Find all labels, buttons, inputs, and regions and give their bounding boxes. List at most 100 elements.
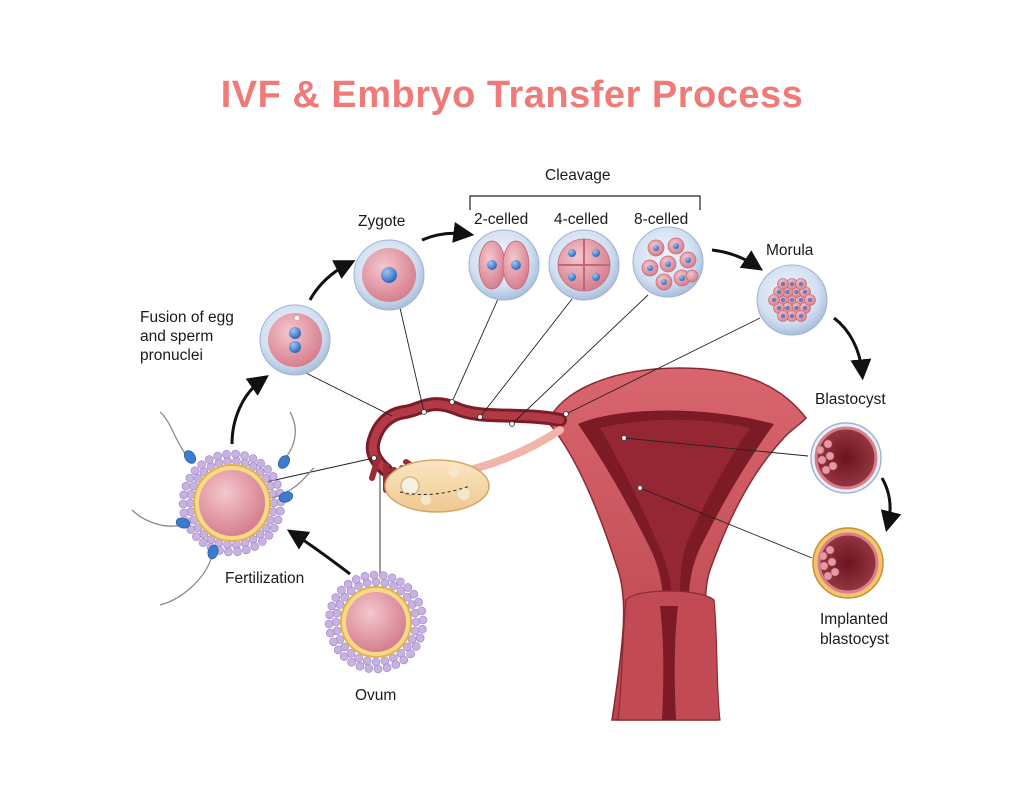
morula-nucleus <box>780 297 786 303</box>
corona-cell <box>185 498 195 508</box>
morula-nucleus <box>794 305 799 311</box>
corona-cell <box>407 635 417 644</box>
corona-cell <box>240 451 249 460</box>
corona-cell <box>335 600 345 609</box>
two-cell-embryo-icon <box>468 229 540 301</box>
corona-cell <box>410 626 420 636</box>
blastocyst-label: Blastocyst <box>815 391 886 408</box>
morula-nucleus <box>789 313 795 319</box>
corona-cell <box>391 660 401 669</box>
corona-cell <box>178 499 188 509</box>
corona-cell <box>256 458 266 468</box>
corona-cell <box>396 586 406 596</box>
morula-nucleus <box>776 305 782 311</box>
fusion-label-line3: pronuclei <box>140 347 203 364</box>
fallopian-tube-icon <box>365 397 567 495</box>
corona-cell <box>186 525 196 534</box>
corona-cell <box>389 581 398 591</box>
corona-cell <box>415 633 425 643</box>
corona-cell <box>355 661 365 671</box>
corona-cell <box>192 532 201 542</box>
corona-cell <box>199 529 209 539</box>
corona-cell <box>231 449 240 459</box>
morula-nucleus <box>771 297 777 303</box>
corona-cell <box>242 545 251 555</box>
corona-cell <box>179 490 188 500</box>
corona-cell <box>337 585 346 595</box>
corona-cell <box>411 642 421 651</box>
corona-cell <box>382 663 392 673</box>
corona-cell <box>197 460 206 469</box>
corona-cell <box>402 642 412 652</box>
two-celled-label: 2-celled <box>474 211 529 228</box>
morula-icon <box>756 264 828 336</box>
morula-nucleus <box>780 281 786 287</box>
corona-cell <box>222 449 231 459</box>
corona-cell <box>269 523 279 533</box>
cleavage-bracket <box>469 195 701 210</box>
corona-cell <box>373 664 383 674</box>
corona-cell <box>233 547 242 557</box>
corona-cell <box>325 610 334 620</box>
ovum-icon <box>324 570 428 674</box>
zygote-label: Zygote <box>358 213 406 230</box>
corona-cell <box>332 608 342 618</box>
four-cell-embryo-icon <box>548 229 620 301</box>
corona-cell <box>327 601 337 611</box>
morula-nucleus <box>785 289 790 295</box>
blastocyst-icon <box>810 422 882 494</box>
implanted-blastocyst-icon <box>812 527 884 599</box>
zygote-icon <box>353 239 425 311</box>
corona-cell <box>250 542 259 551</box>
corona-cell <box>232 456 241 466</box>
pronuclei-icon <box>259 304 331 376</box>
corona-cell <box>224 547 233 557</box>
eight-celled-label: 8-celled <box>634 211 689 228</box>
corona-cell <box>354 653 363 663</box>
corona-cell <box>403 583 413 592</box>
fusion-label-line2: and sperm <box>140 328 214 345</box>
arrow-icon <box>230 222 902 576</box>
corona-cell <box>324 619 334 629</box>
tube-markers <box>371 399 643 491</box>
corona-cell <box>223 540 232 550</box>
corona-cell <box>399 655 409 665</box>
corona-cell <box>248 454 258 464</box>
corona-cell <box>414 597 423 607</box>
corona-cell <box>185 473 195 483</box>
cleavage-label: Cleavage <box>545 167 611 184</box>
corona-cell <box>380 578 390 588</box>
sperm-icon <box>131 411 315 606</box>
corona-cell <box>190 466 200 476</box>
corona-cell <box>369 570 379 580</box>
uterus-icon <box>547 367 807 721</box>
ovum-label: Ovum <box>355 687 397 704</box>
corona-cell <box>205 455 214 464</box>
ovary-icon <box>384 459 490 513</box>
corona-cell <box>418 615 428 625</box>
corona-cell <box>351 575 361 584</box>
corona-cell <box>346 648 356 658</box>
corona-cell <box>179 508 189 518</box>
sperm-heads <box>175 450 294 560</box>
morula-nucleus <box>794 289 799 295</box>
morula-nucleus <box>789 281 795 287</box>
implanted-label-line1: Implanted <box>820 611 889 628</box>
corona-cell <box>198 538 208 548</box>
corona-cell <box>264 530 274 540</box>
morula-nucleus <box>776 289 782 295</box>
corona-cell <box>255 467 265 477</box>
corona-cell <box>269 498 279 508</box>
corona-cell <box>275 506 285 516</box>
four-celled-label: 4-celled <box>554 211 609 228</box>
corona-cell <box>343 579 353 589</box>
morula-nucleus <box>802 305 808 311</box>
corona-cell <box>362 656 372 666</box>
corona-cell <box>329 637 338 647</box>
morula-nucleus <box>807 297 813 303</box>
morula-nucleus <box>780 313 786 319</box>
morula-nucleus <box>798 313 804 319</box>
morula-nucleus <box>802 289 808 295</box>
